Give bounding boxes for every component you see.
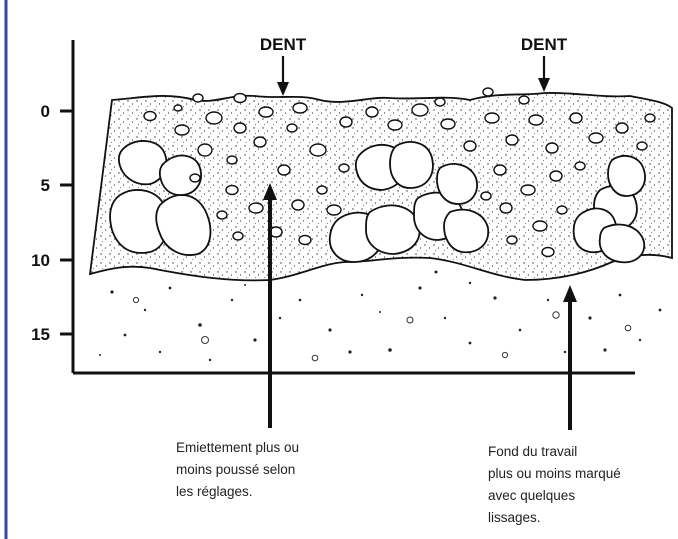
- annotation-left-line-2: moins poussé selon: [176, 462, 295, 477]
- subsoil-pebbles: [133, 297, 630, 360]
- annotation-right-line-2: plus ou moins marqué: [488, 466, 621, 481]
- annotation-right-line-4: lissages.: [488, 510, 541, 525]
- tick-label-10: 10: [31, 251, 50, 270]
- dent-arrow-left: [277, 56, 289, 96]
- dent-label-right: DENT: [521, 35, 568, 54]
- dent-arrow-right: [538, 56, 550, 92]
- tick-label-0: 0: [41, 102, 50, 121]
- annotation-right-line-3: avec quelques: [488, 488, 575, 503]
- tick-label-15: 15: [31, 325, 50, 344]
- annotation-left-line-3: les réglages.: [176, 484, 253, 499]
- annotation-right-line-1: Fond du travail: [488, 444, 577, 459]
- depth-ticks: [60, 111, 73, 334]
- dent-label-left: DENT: [260, 35, 307, 54]
- annotation-left: Emiettement plus ou moins poussé selon l…: [176, 440, 299, 499]
- subsoil-texture: [99, 271, 661, 362]
- tick-label-5: 5: [41, 176, 50, 195]
- pointer-arrow-right: [563, 285, 577, 430]
- annotation-right: Fond du travail plus ou moins marqué ave…: [488, 444, 621, 525]
- annotation-left-line-1: Emiettement plus ou: [176, 440, 299, 455]
